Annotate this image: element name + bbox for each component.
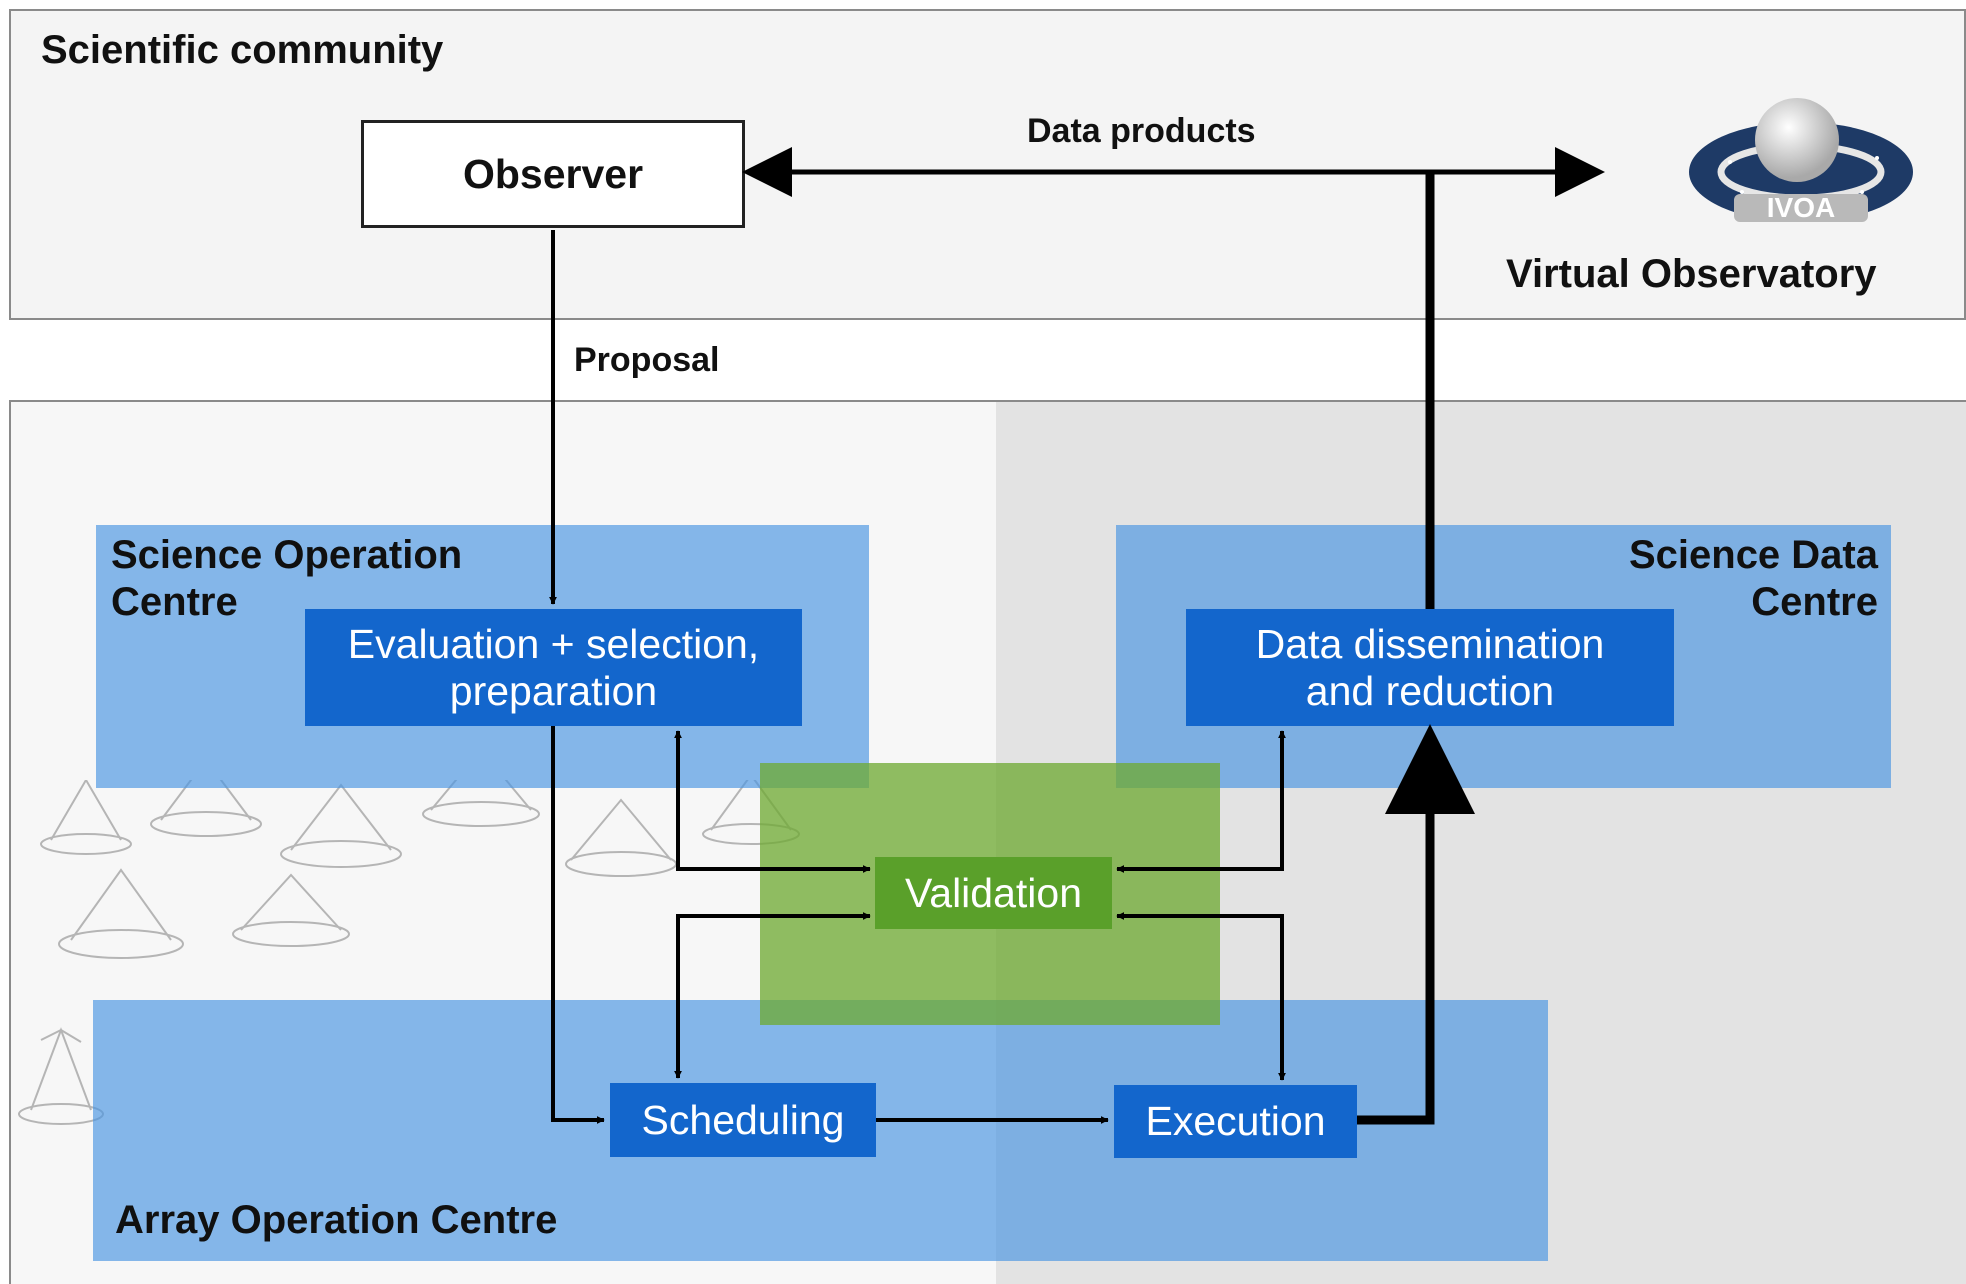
virtual-observatory-label: Virtual Observatory <box>1506 252 1877 296</box>
telescope-array-sketch-icon <box>18 780 800 1125</box>
proposal-label: Proposal <box>574 341 720 379</box>
evaluation-to-scheduling-arrow <box>551 726 605 1124</box>
execution-node: Execution <box>1114 1085 1357 1158</box>
evaluation-line-1: Evaluation + selection, <box>347 620 760 667</box>
dissemination-validation-arrow <box>1116 730 1286 873</box>
sdc-title-line-2: Centre <box>1751 580 1878 624</box>
sdc-title-line-1: Science Data <box>1628 533 1878 577</box>
data-dissemination-node: Data dissemination and reduction <box>1186 609 1674 726</box>
soc-title-line-2: Centre <box>111 580 238 624</box>
soc-title-line-1: Science Operation <box>111 533 463 577</box>
ivoa-logo-text: IVOA <box>1767 192 1835 223</box>
scheduling-validation-arrow <box>674 912 871 1079</box>
ivoa-logo-icon: IVOA <box>1689 98 1913 223</box>
execution-to-dissemination-arrow <box>1357 724 1475 1125</box>
array-operation-centre-title: Array Operation Centre <box>115 1198 558 1242</box>
evaluation-line-2: preparation <box>449 667 658 714</box>
observer-node: Observer <box>361 120 745 228</box>
scheduling-node: Scheduling <box>610 1083 876 1157</box>
dissemination-line-2: and reduction <box>1305 667 1555 714</box>
science-operation-centre-title: Science Operation Centre <box>111 532 462 626</box>
validation-node: Validation <box>875 857 1112 929</box>
execution-validation-arrow <box>1116 912 1286 1081</box>
evaluation-selection-node: Evaluation + selection, preparation <box>305 609 802 726</box>
scientific-community-title: Scientific community <box>41 28 444 72</box>
data-products-label: Data products <box>1027 112 1256 150</box>
evaluation-validation-arrow <box>674 730 871 873</box>
science-data-centre-title: Science Data Centre <box>1629 532 1878 626</box>
dissemination-line-1: Data dissemination <box>1255 620 1605 667</box>
